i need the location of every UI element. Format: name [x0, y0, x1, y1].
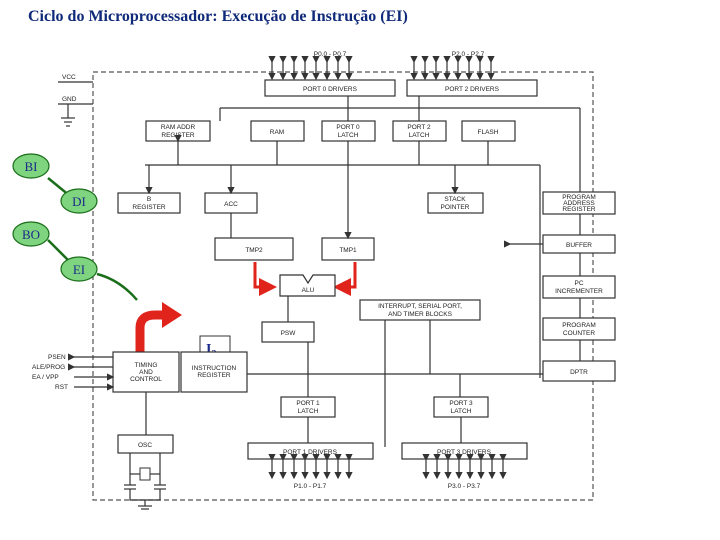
- program-counter-block: [542, 317, 616, 341]
- timing-label: TIMING: [135, 362, 158, 369]
- gnd-label: GND: [62, 96, 77, 103]
- stack-pointer-label: STACK: [444, 196, 466, 203]
- ram-label: RAM: [270, 129, 284, 136]
- port3-drivers-block: [401, 442, 528, 460]
- timing-label-3: CONTROL: [130, 376, 162, 383]
- pc-incrementer-label: PC: [574, 280, 583, 287]
- tmp2-block: [214, 237, 294, 261]
- port3-latch-label: PORT 3: [449, 400, 473, 407]
- pc-incrementer-label-2: INCREMENTER: [555, 288, 603, 295]
- crystal-icon: [139, 467, 151, 481]
- rst-pin-label: RST: [55, 384, 68, 391]
- osc-ground-line: [129, 489, 161, 501]
- vcc-label: VCC: [62, 74, 76, 81]
- tmp2-to-alu-arrow: [253, 262, 277, 296]
- tmp1-label: TMP1: [339, 247, 357, 254]
- stage-di: [60, 188, 98, 214]
- port1-drivers-label: PORT 1 DRIVERS: [283, 449, 338, 456]
- stack-pointer-label-2: POINTER: [441, 204, 470, 211]
- osc-block: [117, 434, 174, 454]
- timing-control-block: [112, 351, 180, 393]
- psw-label: PSW: [281, 330, 297, 337]
- alu-label: ALU: [302, 287, 315, 294]
- stage-ei: [60, 256, 98, 282]
- stage-ei-label: EI: [73, 262, 85, 277]
- interrupt-label-2: AND TIMER BLOCKS: [388, 311, 452, 318]
- program-counter-label: PROGRAM: [562, 322, 596, 329]
- instruction-register-label: INSTRUCTION: [192, 365, 237, 372]
- ea-pin-label: EA / VPP: [32, 374, 59, 381]
- stage-bi: [12, 153, 50, 179]
- pc-incrementer-block: [542, 275, 616, 299]
- top-pin-arrows: [268, 56, 495, 81]
- stage-bi-label: BI: [25, 159, 38, 174]
- instruction-register-block: [180, 351, 248, 393]
- port2-drivers-label: PORT 2 DRIVERS: [445, 86, 500, 93]
- bottom-pin-arrows: [268, 454, 507, 480]
- port1-latch-label-2: LATCH: [298, 408, 319, 415]
- port3-drivers-label: PORT 3 DRIVERS: [437, 449, 492, 456]
- port2-pins-label: P2.0 - P2.7: [452, 51, 485, 58]
- interrupt-serial-timer-block: [359, 299, 481, 321]
- timing-label-2: AND: [139, 369, 153, 376]
- b-register-label-2: REGISTER: [132, 204, 166, 211]
- osc-label: OSC: [138, 442, 152, 449]
- page-title: Ciclo do Microprocessador: Execução de I…: [28, 8, 408, 25]
- acc-label: ACC: [224, 201, 238, 208]
- port1-pins-label: P1.0 - P1.7: [294, 483, 327, 490]
- instruction-register-label-2: REGISTER: [197, 372, 231, 379]
- program-address-register-block: [542, 191, 616, 215]
- port0-drivers-label: PORT 0 DRIVERS: [303, 86, 358, 93]
- red-flow-arrowhead: [162, 302, 182, 328]
- port2-latch-label-2: LATCH: [409, 132, 430, 139]
- alu-block: [279, 274, 336, 297]
- dptr-block: [542, 360, 616, 382]
- flash-label: FLASH: [478, 129, 499, 136]
- program-counter-label-2: COUNTER: [563, 330, 595, 337]
- port3-latch-label-2: LATCH: [451, 408, 472, 415]
- stage-di-label: DI: [72, 194, 86, 209]
- bo-to-ei-arrow: [47, 239, 71, 263]
- tmp2-label: TMP2: [245, 247, 263, 254]
- ram-addr-label-2: REGISTER: [161, 132, 195, 139]
- psen-pin-label: PSEN: [48, 354, 66, 361]
- ram-addr-label: RAM ADDR: [161, 124, 196, 131]
- port2-latch-label: PORT 2: [407, 124, 431, 131]
- dptr-label: DPTR: [570, 369, 588, 376]
- port0-latch-label: PORT 0: [336, 124, 360, 131]
- par-label-3: REGISTER: [562, 206, 596, 213]
- port1-drivers-block: [247, 442, 374, 460]
- port0-latch-label-2: LATCH: [338, 132, 359, 139]
- par-label: PROGRAM: [562, 194, 596, 201]
- stage-bo: [12, 221, 50, 247]
- red-flow-arrow: [135, 310, 162, 352]
- ei-to-flow-arrow: [96, 272, 138, 301]
- port0-drivers-block: [264, 79, 396, 97]
- port2-drivers-block: [406, 79, 538, 97]
- port0-pins-label: P0.0 - P0.7: [314, 51, 347, 58]
- interrupt-label: INTERRUPT, SERIAL PORT,: [378, 303, 462, 310]
- buffer-label: BUFFER: [566, 242, 592, 249]
- tmp1-to-alu-arrow: [333, 262, 357, 296]
- stage-bo-label: BO: [22, 227, 40, 242]
- port3-pins-label: P3.0 - P3.7: [448, 483, 481, 490]
- par-label-2: ADDRESS: [563, 200, 595, 207]
- port1-latch-label: PORT 1: [296, 400, 320, 407]
- b-register-label: B: [147, 196, 151, 203]
- ale-pin-label: ALE/PROG: [32, 364, 65, 371]
